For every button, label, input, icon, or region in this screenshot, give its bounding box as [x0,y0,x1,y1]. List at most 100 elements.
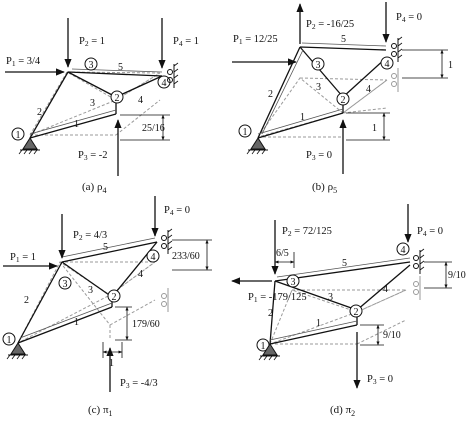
panel-d-load-p3-label: P3 = 0 [367,374,393,386]
member-2-label: 2 [37,107,42,118]
member-1-label: 1 [300,112,305,123]
panel-a-dim-vertical [120,114,170,141]
panel-b-nodes [238,56,394,138]
panel-c-dim-right-label: 233/60 [172,251,200,262]
node-2-marker [110,90,124,104]
member-4-label: 4 [366,84,371,95]
panel-d-dim-middle [360,324,384,346]
panel-c-load-p2-label: P2 = 4/3 [73,230,107,242]
node-2-marker [336,92,350,106]
panel-b-load-p2-label: P2 = -16/25 [306,19,354,31]
panel-c-dim-middle-label: 179/60 [132,319,160,330]
panel-d-caption: (d) π2 [330,404,355,418]
panel-b: 1 2 3 4 1 2 3 4 5 P1 = 12/25 P2 = -16/25… [232,2,453,195]
member-4-label: 4 [138,269,143,280]
member-2 [257,46,301,139]
member-2 [17,261,63,344]
panel-b-members [257,46,387,139]
panel-b-ghost-roller [391,68,399,92]
member-3-label: 3 [88,285,93,296]
node-2-marker [107,289,121,303]
panel-b-load-p1-label: P1 = 12/25 [233,34,278,46]
panel-b-load-p3-label: P3 = 0 [306,150,332,162]
node-4-marker [396,242,410,256]
panel-a-pin-support [18,137,40,155]
panel-a-member-hatch [29,68,163,135]
member-1 [269,324,358,345]
panel-b-dim-bottom-label: 1 [372,123,377,134]
node-3-marker [311,57,325,71]
node-4-label: 4 [151,252,156,263]
panel-d-dim-middle-label: 9/10 [383,330,401,341]
panel-c-roller-support [161,228,173,254]
panel-d-roller-support [413,248,425,274]
member-5 [299,46,387,51]
node-4-marker [146,249,160,263]
panel-d-dim-top-label: 6/5 [276,248,289,259]
panel-a-roller-support [167,62,179,88]
panel-b-load-p4-label: P4 = 0 [396,12,422,24]
panel-d-ghost-truss [269,289,407,345]
node-3-label: 3 [63,279,68,290]
node-1-marker [2,332,16,346]
member-3-label: 3 [328,292,333,303]
panel-c-ghost-truss [17,261,156,344]
member-1-label: 1 [74,119,79,130]
node-3-label: 3 [89,60,94,71]
member-1-label: 1 [316,318,321,329]
panel-d-load-p2-label: P2 = 72/125 [282,226,332,238]
node-1-label: 1 [243,127,248,138]
member-3 [61,261,113,298]
member-3-label: 3 [316,82,321,93]
node-1-marker [238,124,252,138]
member-2-label: 2 [24,295,29,306]
panel-c-dim-middle [115,306,132,341]
panel-a-members [29,71,163,139]
panel-b-roller-support [391,36,403,62]
panel-c-member-hatch [19,237,156,339]
node-3-marker [58,276,72,290]
panel-a-dim-label: 25/16 [142,123,165,134]
panel-b-pin-support [246,137,268,155]
node-3-marker [84,57,98,71]
node-1-label: 1 [7,335,12,346]
node-3-label: 3 [316,60,321,71]
member-4-label: 4 [138,95,143,106]
member-3-label: 3 [90,98,95,109]
member-1 [17,306,113,344]
panel-d-pin-support [258,343,280,361]
panel-a-load-p4-label: P4 = 1 [173,36,199,48]
member-4-label: 4 [383,284,388,295]
member-5-label: 5 [341,34,346,45]
node-1-label: 1 [16,130,21,141]
member-2-label: 2 [268,89,273,100]
node-2-label: 2 [112,292,117,303]
panel-c-dim-right [172,239,212,271]
panel-d-nodes [256,242,410,352]
panel-c-dim-bottom-label: 1 [109,358,114,369]
panel-c-nodes [2,249,160,346]
panel-a-caption: (a) ρ4 [82,181,106,195]
panel-d-dim-right-label: 9/10 [448,270,466,281]
panel-c-load-p4-label: P4 = 0 [164,205,190,217]
panel-a-load-p2-label: P2 = 1 [79,36,105,48]
member-3 [299,46,344,98]
panel-b-dim-top-label: 1 [448,60,453,71]
node-2-label: 2 [354,307,359,318]
panel-d: 1 2 3 4 1 2 3 4 5 P1 = -179/125 P2 = 72/… [231,204,466,418]
panel-a-load-p3-label: P3 = -2 [78,150,108,162]
panel-d-ghost-roller [413,276,421,300]
member-4 [342,57,387,98]
panel-c-caption: (c) π1 [88,404,113,418]
panel-a-load-p1-label: P1 = 3/4 [6,56,41,68]
panel-d-dim-top [274,252,295,268]
panel-b-dim-top [402,49,448,79]
node-1-label: 1 [261,341,266,352]
member-3 [67,71,117,98]
node-2-label: 2 [341,95,346,106]
panel-d-dim-right [424,261,452,289]
node-3-label: 3 [291,277,296,288]
member-1 [29,113,117,139]
